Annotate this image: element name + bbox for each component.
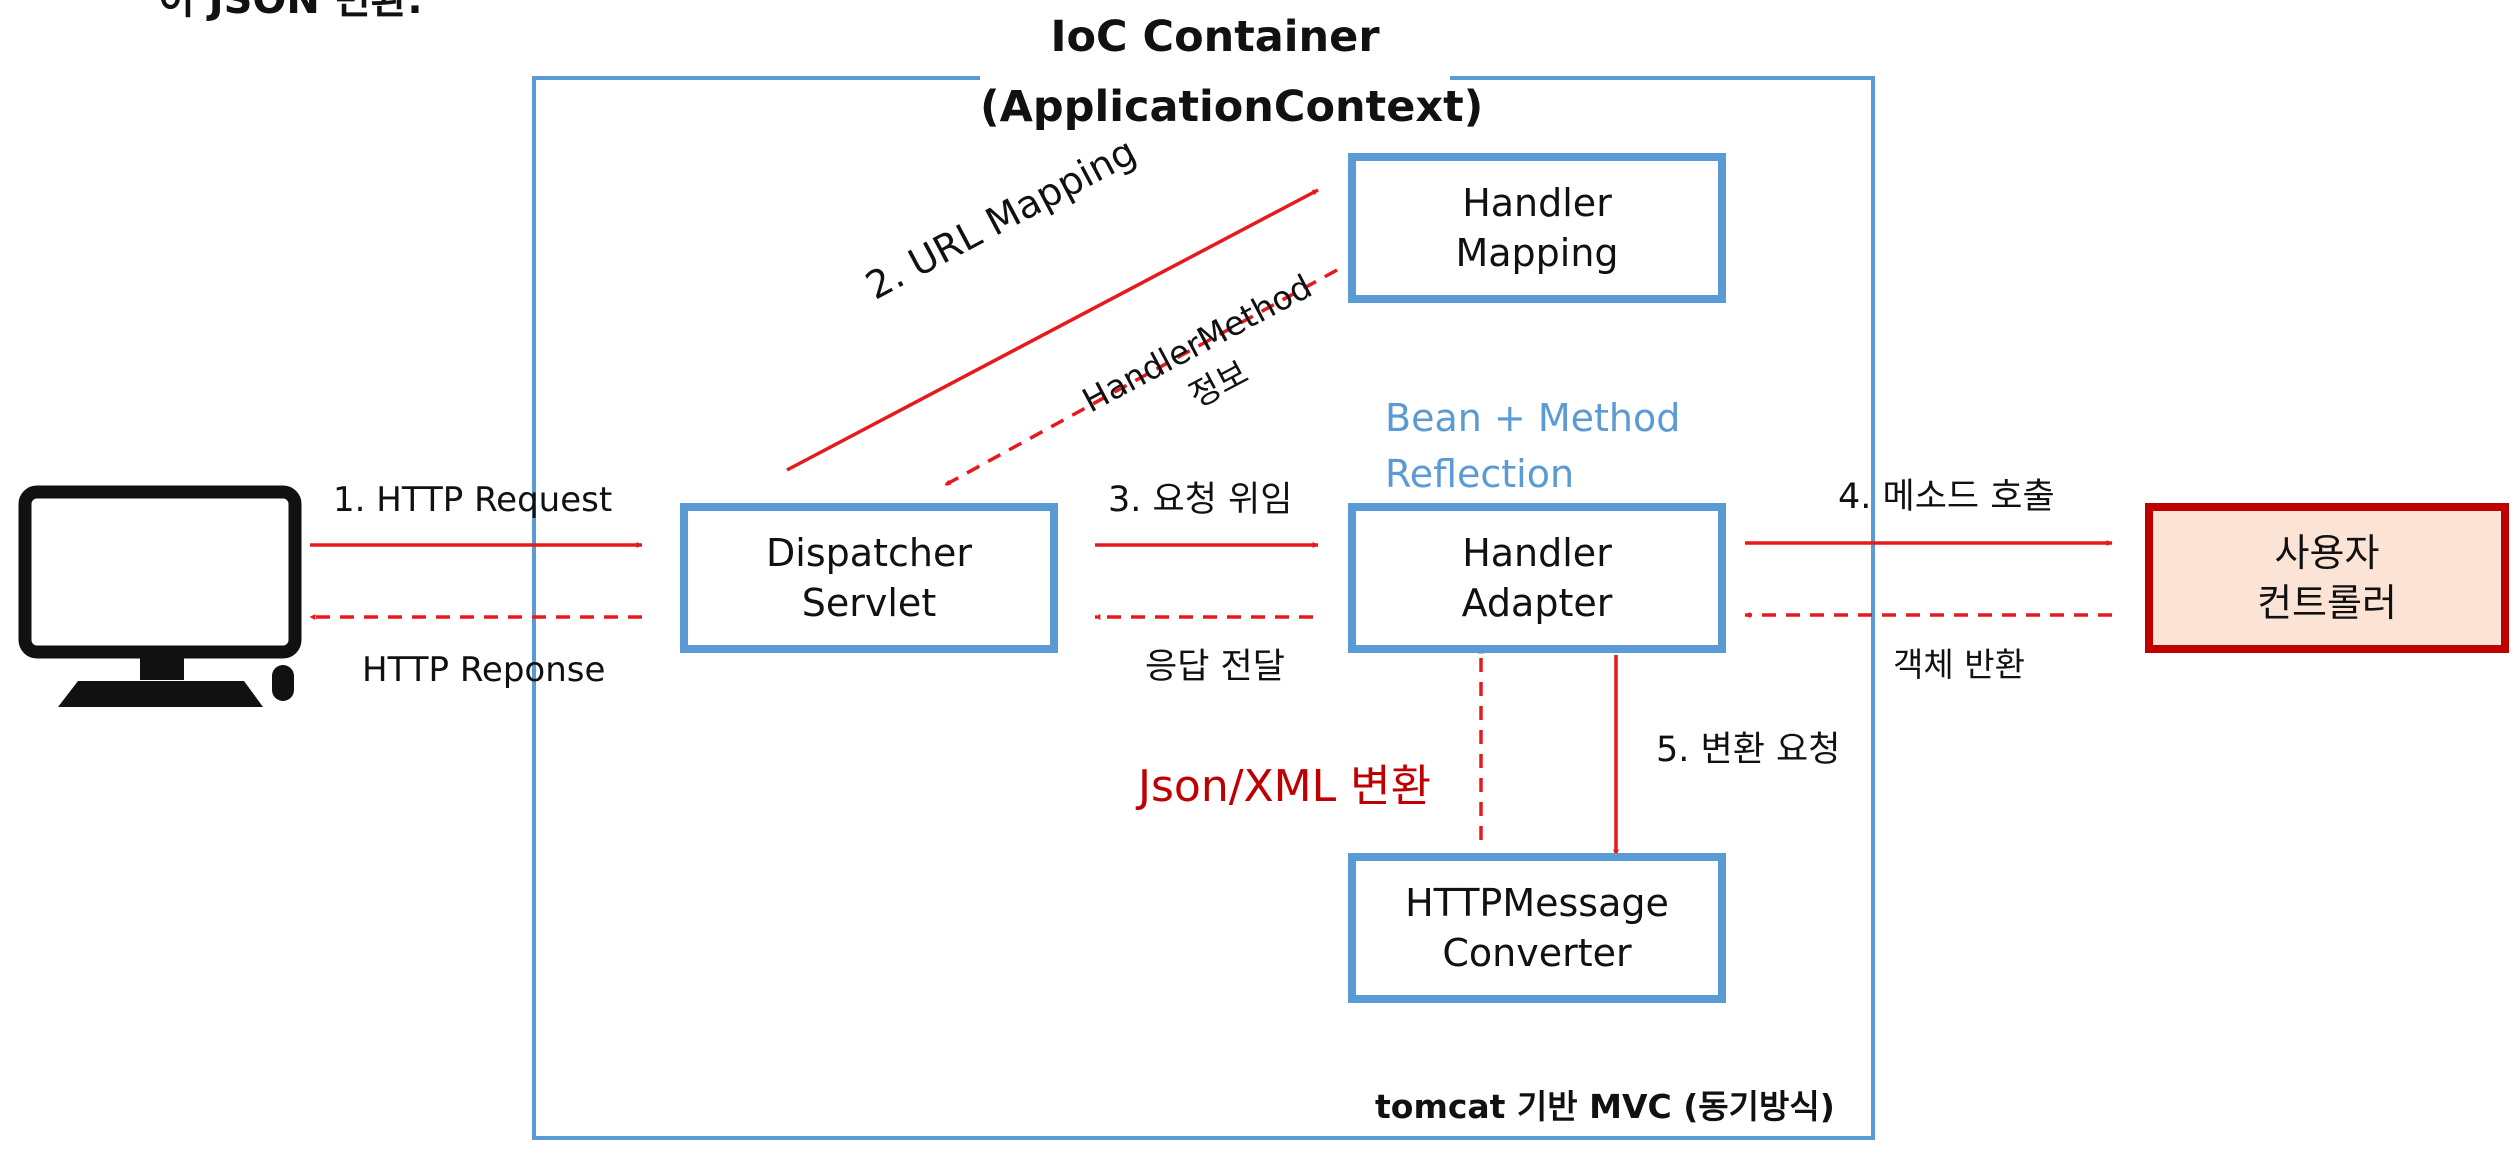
ioc-container-title-line2: (ApplicationContext)	[980, 82, 1484, 132]
dispatcher-servlet-line1: Dispatcher	[766, 531, 972, 575]
arrow-handler-method-info	[944, 268, 1338, 487]
user-controller-box: 사용자 컨트롤러	[2145, 503, 2509, 653]
label-delegate-request: 3. 요청 위임	[1108, 480, 1293, 520]
handler-mapping-box: Handler Mapping	[1348, 153, 1726, 303]
user-controller-line2: 컨트롤러	[2257, 581, 2397, 625]
label-json-xml-convert: Json/XML 변환	[1138, 761, 1432, 812]
handler-mapping-line2: Mapping	[1455, 231, 1619, 275]
handler-adapter-line1: Handler	[1462, 531, 1612, 575]
ioc-container-title: IoC Container (ApplicationContext)	[980, 2, 1484, 142]
label-bean-method-line1: Bean + Method	[1385, 396, 1681, 440]
dispatcher-servlet-box: Dispatcher Servlet	[680, 503, 1058, 653]
label-invoke-method: 4. 메소드 호출	[1838, 477, 2055, 517]
http-message-converter-box: HTTPMessage Converter	[1348, 853, 1726, 1003]
ioc-container-title-line1: IoC Container	[1050, 12, 1380, 62]
http-message-converter-line2: Converter	[1442, 931, 1632, 975]
handler-adapter-line2: Adapter	[1461, 581, 1613, 625]
arrow-url-mapping	[786, 188, 1319, 472]
handler-mapping-line1: Handler	[1462, 181, 1612, 225]
label-deliver-response: 응답 전달	[1145, 647, 1285, 687]
label-bean-method-reflection: Bean + Method Reflection	[1385, 390, 1680, 502]
label-http-response: HTTP Reponse	[362, 650, 606, 690]
label-bean-method-line2: Reflection	[1385, 452, 1575, 496]
top-cut-text: 이 JSON 변환.	[158, 0, 423, 23]
dispatcher-servlet-line2: Servlet	[801, 581, 937, 625]
desktop-computer-icon	[18, 485, 302, 707]
http-message-converter-line1: HTTPMessage	[1405, 881, 1669, 925]
label-return-object: 객체 반환	[1893, 645, 2025, 684]
user-controller-line1: 사용자	[2274, 531, 2380, 575]
container-footer: tomcat 기반 MVC (동기방식)	[1375, 1087, 1835, 1126]
label-http-request: 1. HTTP Request	[333, 480, 613, 520]
label-convert-request: 5. 변환 요청	[1656, 730, 1841, 770]
handler-adapter-box: Handler Adapter	[1348, 503, 1726, 653]
